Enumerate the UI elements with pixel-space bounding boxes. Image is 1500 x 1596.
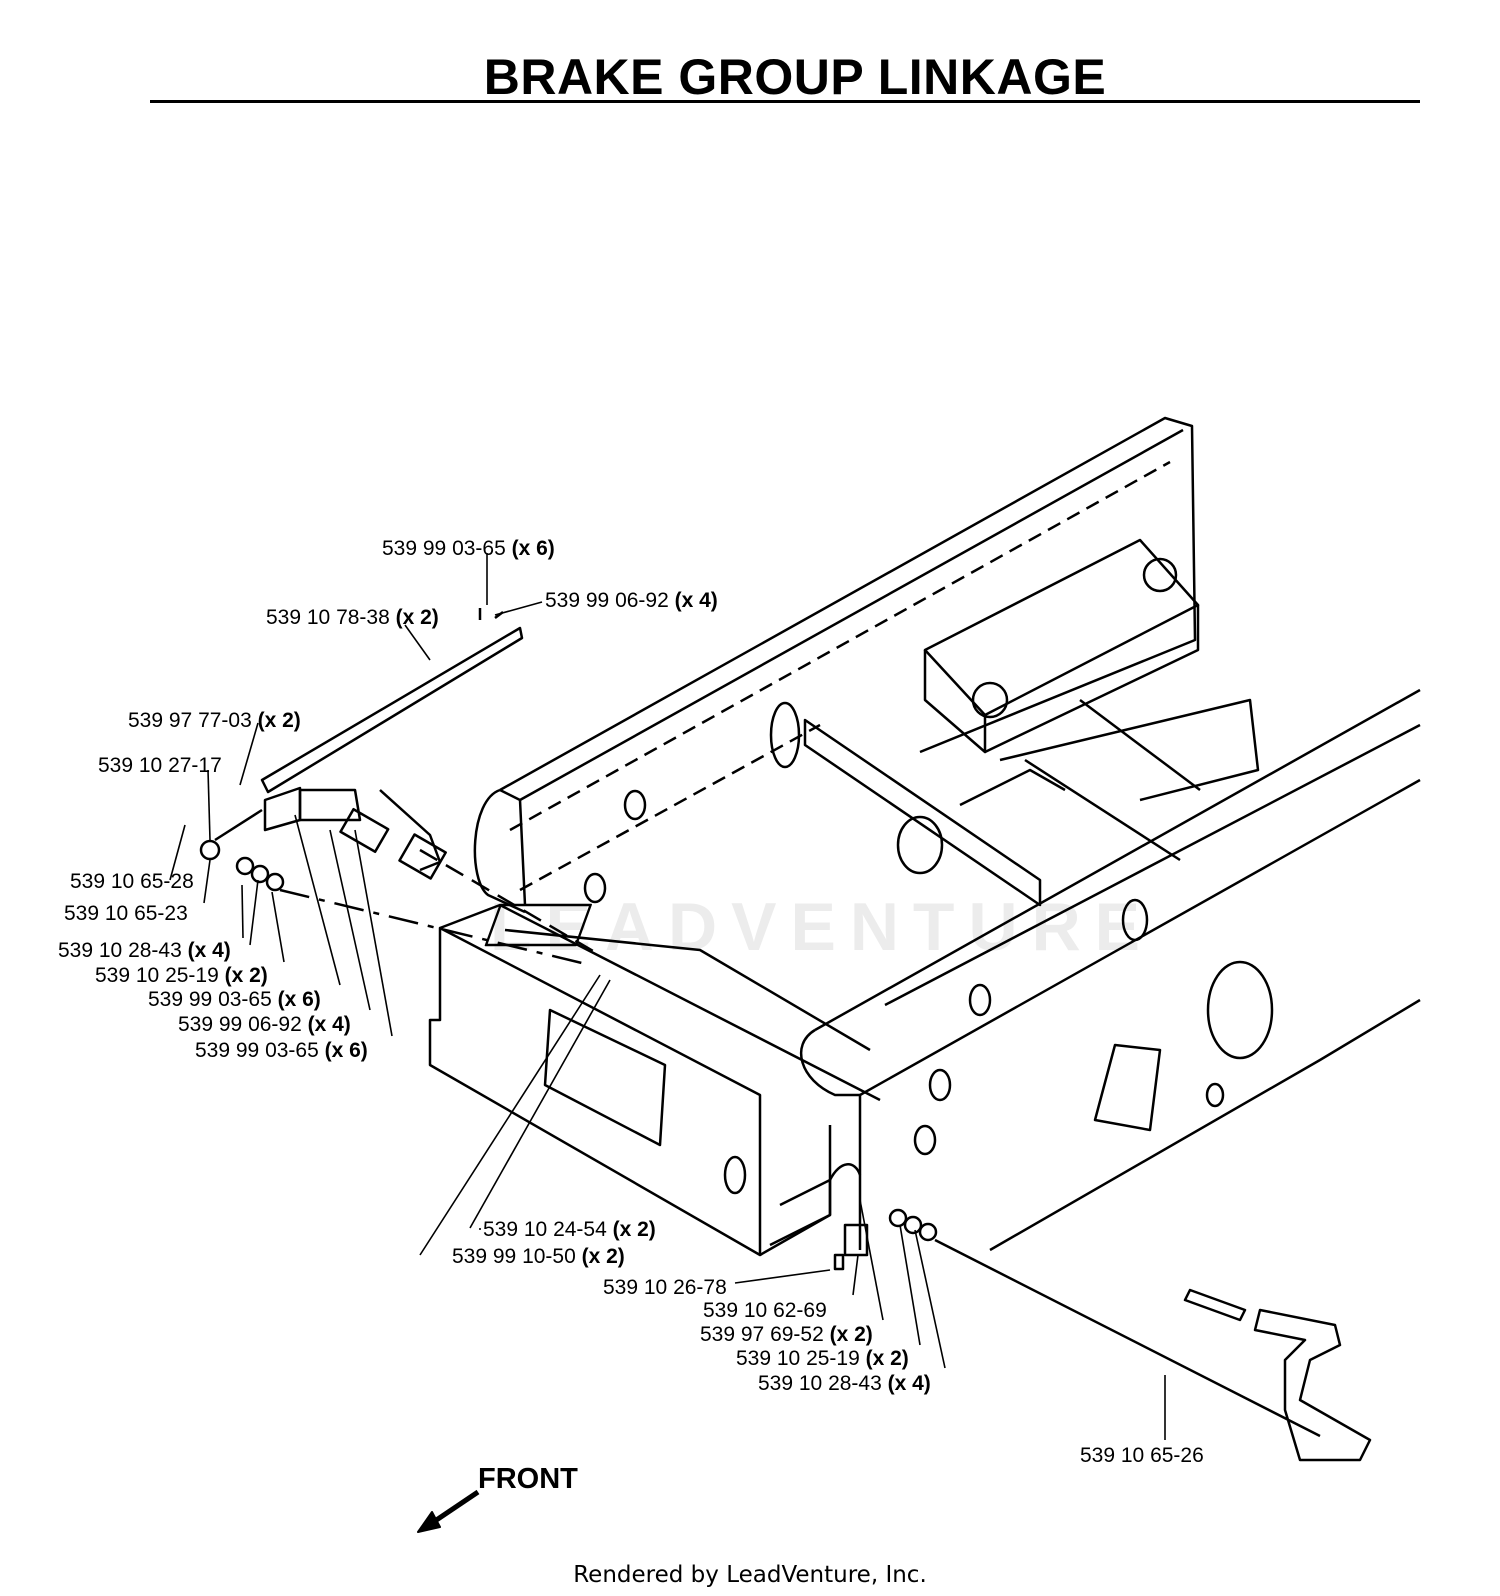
lower-brake-rod	[828, 1163, 1372, 1462]
footer-credit: Rendered by LeadVenture, Inc.	[573, 1562, 927, 1588]
part-label: 539 10 25-19 (x 2)	[95, 964, 268, 987]
part-label: 539 99 10-50 (x 2)	[452, 1245, 625, 1268]
part-label: 539 10 28-43 (x 4)	[58, 939, 231, 962]
part-label: 539 10 65-26	[1080, 1444, 1204, 1467]
part-label: 539 99 06-92 (x 4)	[545, 589, 718, 612]
part-label: 539 97 69-52 (x 2)	[700, 1323, 873, 1346]
part-label: 539 10 65-28	[70, 870, 194, 893]
inner-cross-members	[484, 698, 1260, 947]
part-label: 539 99 03-65 (x 6)	[382, 537, 555, 560]
part-label: 539 99 03-65 (x 6)	[148, 988, 321, 1011]
left-frame-rail	[473, 416, 1197, 914]
front-label: FRONT	[478, 1463, 578, 1495]
part-label: 539 10 28-43 (x 4)	[758, 1372, 931, 1395]
part-label: 539 99 03-65 (x 6)	[195, 1039, 368, 1062]
rear-cross-member	[923, 538, 1200, 754]
front-plate	[428, 903, 881, 1257]
title-underline	[150, 100, 1420, 103]
part-label: 539 10 78-38 (x 2)	[266, 606, 439, 629]
part-label: 539 10 27-17	[98, 754, 222, 777]
part-label: 539 10 26-78	[603, 1276, 727, 1299]
part-label: 539 10 62-69	[703, 1299, 827, 1322]
part-label: 539 10 24-54 (x 2)	[483, 1218, 656, 1241]
part-label: 539 10 65-23	[64, 902, 188, 925]
leader-lines	[169, 553, 1166, 1440]
upper-brake-rod	[199, 608, 601, 967]
front-arrow-icon	[417, 1489, 480, 1533]
part-label: 539 10 25-19 (x 2)	[736, 1347, 909, 1370]
right-frame-rail	[799, 688, 1421, 1252]
part-label: 539 97 77-03 (x 2)	[128, 709, 301, 732]
part-label: 539 99 06-92 (x 4)	[178, 1013, 351, 1036]
diagram-title: BRAKE GROUP LINKAGE	[483, 49, 1107, 105]
